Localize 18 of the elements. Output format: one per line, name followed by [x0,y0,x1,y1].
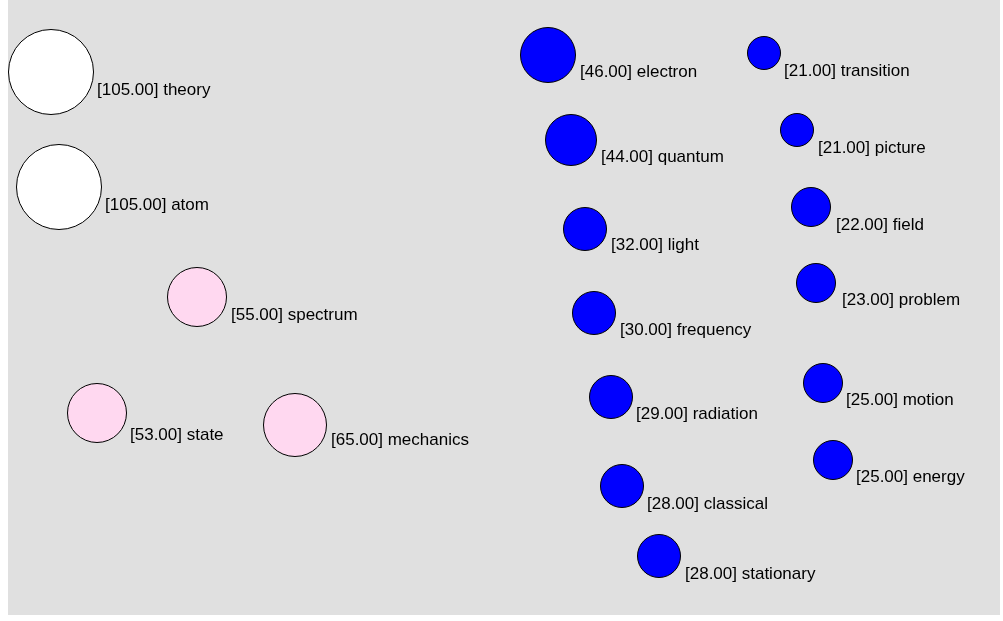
term-label: [44.00] quantum [601,147,724,167]
term-label: [21.00] transition [784,61,910,81]
term-label: [23.00] problem [842,290,961,310]
term-label: [105.00] atom [105,195,209,215]
term-label: [28.00] classical [647,494,768,514]
term-label: [55.00] spectrum [231,305,358,325]
term-label: [28.00] stationary [685,564,816,584]
term-label: [46.00] electron [580,62,698,82]
term-label: [53.00] state [130,425,224,445]
term-label: [22.00] field [836,215,924,235]
term-label: [65.00] mechanics [331,430,469,450]
term-label: [25.00] energy [856,467,965,487]
term-label: [25.00] motion [846,390,954,410]
term-label: [29.00] radiation [636,404,758,424]
term-label: [105.00] theory [97,80,211,100]
term-label: [32.00] light [611,235,699,255]
term-label: [30.00] frequency [620,320,752,340]
term-label: [21.00] picture [818,138,926,158]
